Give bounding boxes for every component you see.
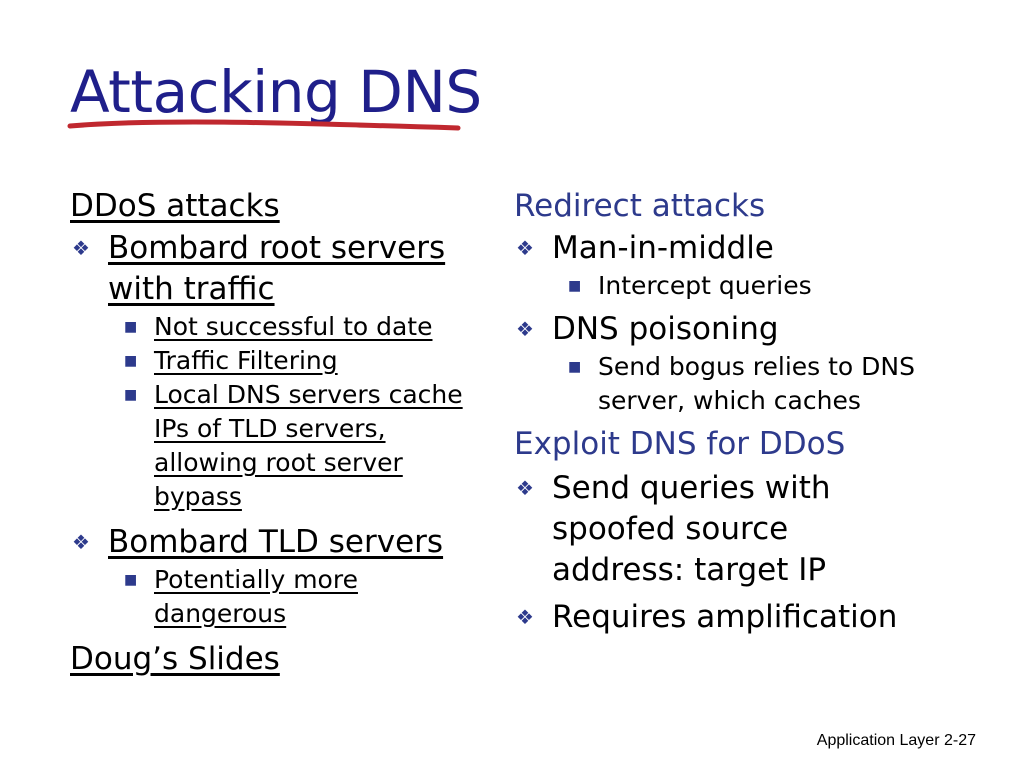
traffic-filtering-link[interactable]: Traffic Filtering (154, 346, 338, 375)
bombard-root-link[interactable]: Bombard root servers with traffic (108, 230, 446, 307)
ddos-attacks-link[interactable]: DDoS attacks (70, 188, 280, 224)
list-item: ❖ Man-in-middle (514, 228, 924, 269)
dougs-slides-link[interactable]: Doug’s Slides (70, 641, 280, 677)
list-item: ❖ Bombard TLD servers (70, 522, 490, 563)
diamond-bullet-icon: ❖ (516, 317, 534, 341)
not-successful-link[interactable]: Not successful to date (154, 312, 433, 341)
diamond-bullet-icon: ❖ (516, 605, 534, 629)
square-bullet-icon: ■ (568, 359, 582, 375)
diamond-bullet-icon: ❖ (516, 236, 534, 260)
diamond-bullet-icon: ❖ (72, 530, 90, 554)
square-bullet-icon: ■ (124, 353, 138, 369)
slide-title: Attacking DNS (70, 58, 482, 126)
send-bogus-text: Send bogus relies to DNS server, which c… (598, 352, 915, 415)
square-bullet-icon: ■ (124, 319, 138, 335)
list-subitem: ■ Not successful to date (70, 310, 490, 344)
list-subitem: ■ Send bogus relies to DNS server, which… (514, 350, 924, 418)
right-column: Redirect attacks ❖ Man-in-middle ■ Inter… (514, 186, 924, 638)
list-subitem: ■ Potentially more dangerous (70, 563, 490, 631)
square-bullet-icon: ■ (124, 387, 138, 403)
square-bullet-icon: ■ (124, 572, 138, 588)
potentially-dangerous-link[interactable]: Potentially more dangerous (154, 565, 358, 628)
list-item: ❖ DNS poisoning (514, 309, 924, 350)
list-item: ❖ Requires amplification (514, 597, 924, 638)
square-bullet-icon: ■ (568, 278, 582, 294)
list-item: ❖ Bombard root servers with traffic (70, 228, 490, 310)
list-subitem: ■ Local DNS servers cache IPs of TLD ser… (70, 378, 490, 514)
slide-footer: Application Layer 2-27 (816, 732, 976, 749)
title-underline (67, 119, 461, 131)
local-dns-link[interactable]: Local DNS servers cache IPs of TLD serve… (154, 380, 463, 511)
redirect-attacks-heading: Redirect attacks (514, 188, 766, 224)
list-subitem: ■ Intercept queries (514, 269, 924, 303)
diamond-bullet-icon: ❖ (516, 476, 534, 500)
send-queries-text: Send queries with spoofed source address… (552, 470, 831, 588)
diamond-bullet-icon: ❖ (72, 236, 90, 260)
exploit-dns-heading: Exploit DNS for DDoS (514, 426, 846, 462)
requires-amplification-text: Requires amplification (552, 599, 898, 635)
left-column: DDoS attacks ❖ Bombard root servers with… (70, 186, 490, 679)
intercept-queries-text: Intercept queries (598, 271, 812, 300)
list-item: ❖ Send queries with spoofed source addre… (514, 468, 924, 591)
bombard-tld-link[interactable]: Bombard TLD servers (108, 524, 444, 560)
man-in-middle-text: Man-in-middle (552, 230, 774, 266)
dns-poisoning-text: DNS poisoning (552, 311, 779, 347)
list-subitem: ■ Traffic Filtering (70, 344, 490, 378)
